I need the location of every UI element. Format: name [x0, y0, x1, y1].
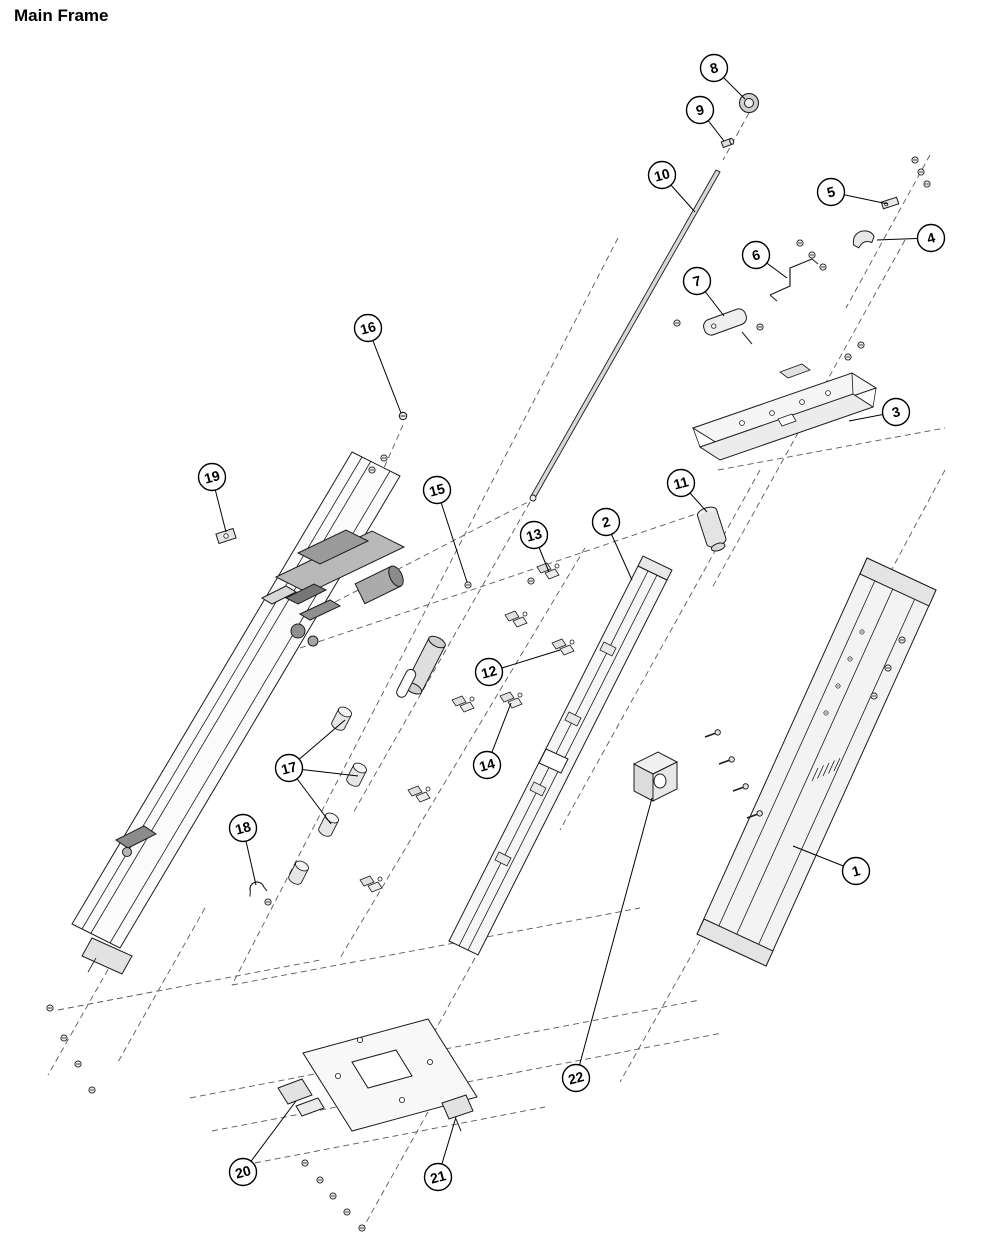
callout-circle-21: [423, 1162, 453, 1192]
callout-number-13: 13: [524, 525, 543, 545]
callout-2: 2: [591, 507, 621, 537]
callout-circle-22: [561, 1063, 591, 1093]
callout-circle-9: [685, 95, 715, 125]
callout-number-1: 1: [850, 862, 862, 880]
loose-screws: [46, 156, 931, 1232]
part-carriage-rail-assembly: [71, 451, 406, 975]
callout-7: 7: [682, 266, 712, 296]
callout-circle-19: [197, 462, 227, 492]
part-10-carriage-shaft: [529, 169, 721, 502]
damper-cylinder: [404, 635, 446, 695]
callout-number-19: 19: [202, 467, 221, 487]
callout-leader-20: [242, 1100, 297, 1173]
part-7-bracket: [703, 308, 753, 345]
callout-21: 21: [423, 1162, 453, 1192]
callout-leader-22: [575, 797, 653, 1079]
callout-number-6: 6: [750, 246, 762, 264]
callout-number-22: 22: [566, 1068, 585, 1088]
callout-number-21: 21: [428, 1167, 447, 1187]
part-11-roller-bracket: [696, 506, 727, 552]
part-19-clip: [215, 527, 237, 545]
callout-15: 15: [422, 475, 452, 505]
callout-leader-16: [367, 327, 402, 414]
callout-circle-12: [474, 657, 504, 687]
callout-5: 5: [816, 177, 846, 207]
callout-circle-10: [647, 160, 677, 190]
page-title: Main Frame: [14, 6, 109, 25]
callout-circle-1: [841, 856, 871, 886]
callout-number-18: 18: [233, 818, 252, 838]
callout-leader-15: [436, 489, 468, 583]
callout-circle-7: [682, 266, 712, 296]
part-17-rollers: [286, 704, 369, 887]
callout-number-12: 12: [479, 662, 498, 682]
callout-circle-4: [916, 223, 946, 253]
bottom-plate-assembly: [277, 1018, 478, 1132]
part-18-clip: [249, 881, 268, 897]
callout-number-15: 15: [427, 480, 446, 500]
callout-number-2: 2: [600, 513, 612, 531]
projection-lines: [47, 112, 946, 1229]
callout-number-17: 17: [279, 758, 298, 778]
callout-circle-17: [274, 753, 304, 783]
callout-circle-3: [881, 397, 911, 427]
part-20-bracket: [277, 1078, 325, 1117]
rail-label-hatch: [811, 757, 841, 782]
callout-10: 10: [647, 160, 677, 190]
callout-circle-15: [422, 475, 452, 505]
callout-circle-8: [699, 53, 729, 83]
callout-1: 1: [841, 856, 871, 886]
callout-20: 20: [228, 1157, 258, 1187]
callout-number-11: 11: [672, 473, 691, 492]
callout-circle-11: [666, 468, 696, 498]
callout-4: 4: [916, 223, 946, 253]
callout-13: 13: [519, 520, 549, 550]
callout-number-4: 4: [925, 229, 937, 247]
callout-17: 17: [274, 753, 304, 783]
callout-number-14: 14: [477, 755, 496, 775]
carriage-assembly: [260, 529, 406, 647]
callout-9: 9: [685, 95, 715, 125]
callout-8: 8: [699, 53, 729, 83]
part-4-cap: [852, 230, 875, 249]
callout-22: 22: [561, 1063, 591, 1093]
callout-circle-5: [816, 177, 846, 207]
callout-number-7: 7: [691, 272, 703, 290]
callout-number-5: 5: [825, 183, 837, 201]
callout-14: 14: [472, 750, 502, 780]
part-1-main-frame-rail: [696, 557, 937, 967]
callout-6: 6: [741, 240, 771, 270]
callout-circle-14: [472, 750, 502, 780]
callout-circle-2: [591, 507, 621, 537]
callout-number-9: 9: [694, 101, 706, 119]
callout-number-20: 20: [233, 1162, 252, 1182]
callout-11: 11: [666, 468, 696, 498]
callout-16: 16: [353, 313, 383, 343]
callout-3: 3: [881, 397, 911, 427]
callout-circle-13: [519, 520, 549, 550]
part-6-bracket: [769, 258, 819, 302]
part-9-bushing: [720, 137, 735, 149]
callout-19: 19: [197, 462, 227, 492]
callout-number-16: 16: [358, 318, 377, 338]
part-3-board-base-assembly: [691, 363, 878, 461]
callout-12: 12: [474, 657, 504, 687]
belt-clamp-parts: [359, 562, 575, 893]
callout-circle-6: [741, 240, 771, 270]
callout-18: 18: [228, 813, 258, 843]
callout-number-3: 3: [890, 403, 902, 421]
callout-circle-20: [228, 1157, 258, 1187]
callout-circle-18: [228, 813, 258, 843]
part-21-bracket: [441, 1094, 474, 1132]
callout-circle-16: [353, 313, 383, 343]
part-2-sub-frame-rail: [448, 555, 673, 956]
callout-number-10: 10: [652, 165, 671, 185]
guide-pin: [396, 668, 417, 698]
callout-number-8: 8: [708, 59, 720, 77]
part-22-belt-holder: [632, 751, 679, 802]
